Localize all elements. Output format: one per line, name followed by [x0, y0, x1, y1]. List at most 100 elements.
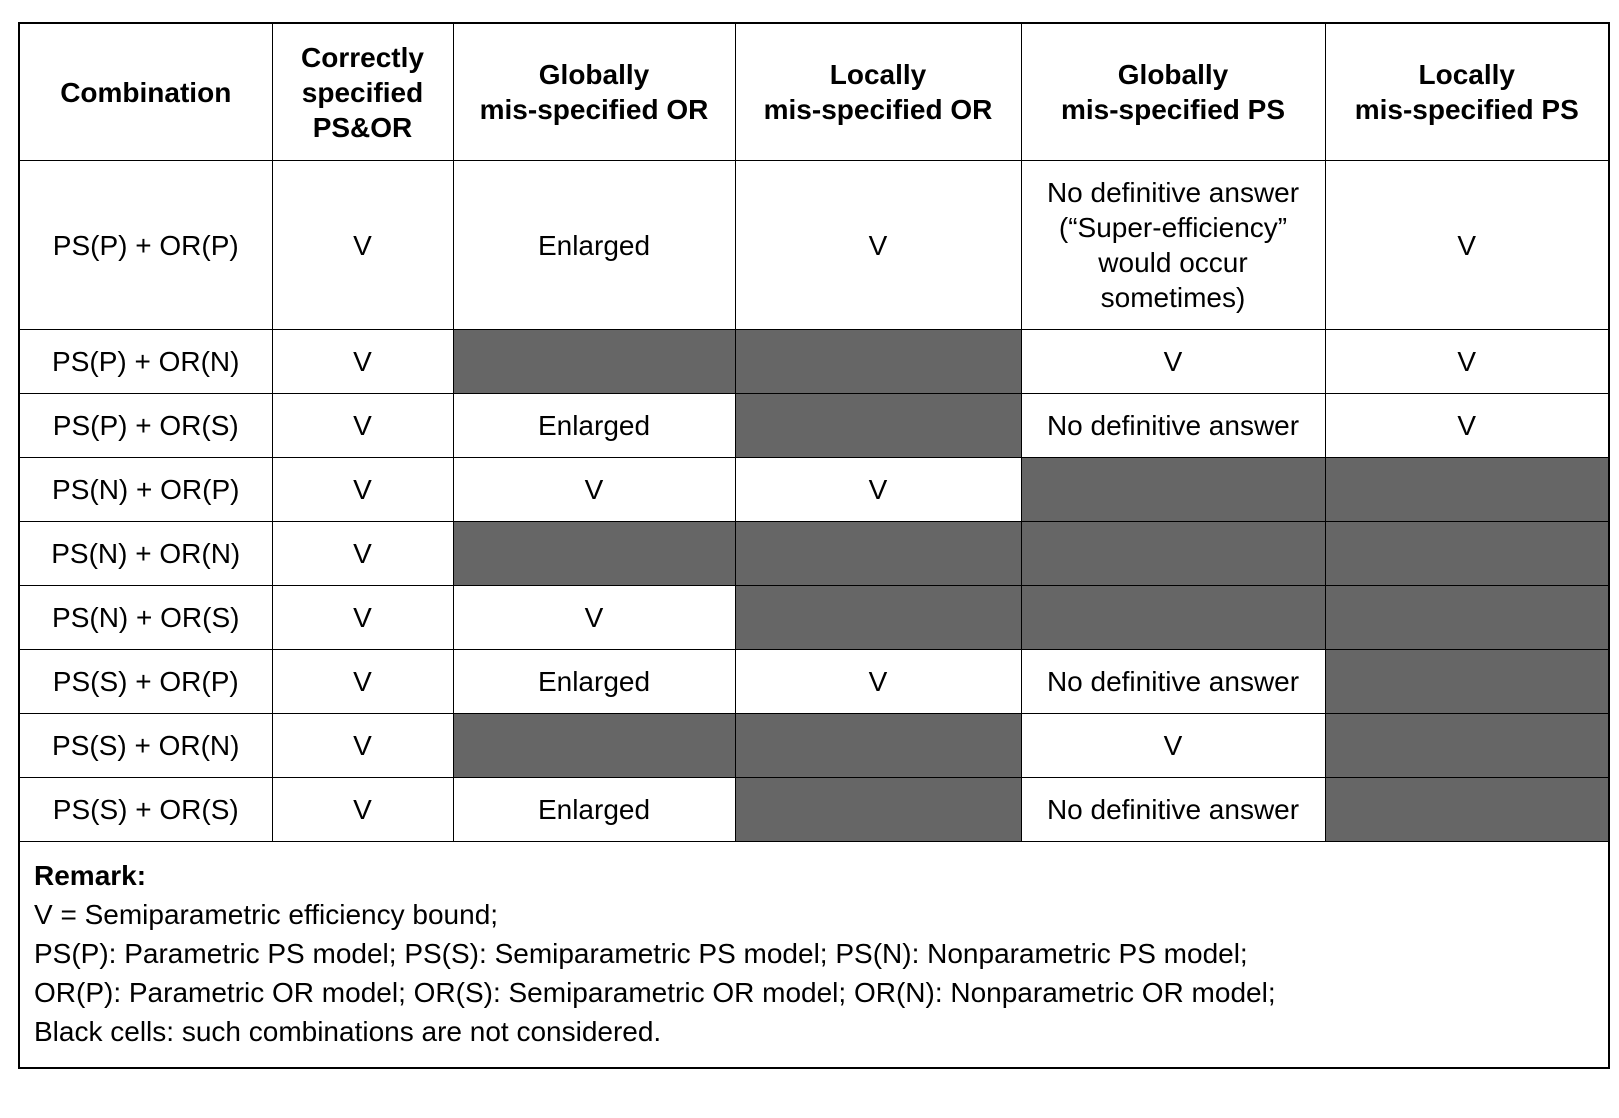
table-cell: Enlarged: [452, 160, 736, 330]
table-cell: Enlarged: [452, 393, 736, 458]
cell-line: V: [353, 602, 372, 633]
cell-line: No definitive answer: [1046, 410, 1300, 441]
cell-line: V: [353, 229, 372, 261]
table-cell: V: [1324, 393, 1608, 458]
cell-line: PS(N) + OR(P): [52, 474, 240, 505]
cell-line: V: [353, 794, 372, 825]
table-row: PS(N) + OR(N) V: [20, 521, 1608, 586]
combination-cell: PS(P) + OR(S): [20, 393, 273, 458]
table-cell: Enlarged: [452, 777, 736, 842]
table-cell: Enlarged: [452, 649, 736, 714]
header-line: Locally: [829, 59, 927, 90]
shaded-cell: [452, 521, 736, 586]
cell-line: PS(P) + OR(P): [52, 229, 239, 261]
combination-cell: PS(S) + OR(S): [20, 777, 273, 842]
combination-cell: PS(N) + OR(P): [20, 457, 273, 522]
cell-line: V: [353, 730, 372, 761]
header-line: Correctly: [301, 41, 424, 73]
table-row: PS(P) + OR(N) V V V: [20, 329, 1608, 394]
table-cell: V: [1020, 713, 1326, 778]
cell-line: Enlarged: [537, 410, 651, 441]
shaded-cell: [1020, 457, 1326, 522]
header-line: Locally: [1418, 59, 1515, 90]
shaded-cell: [1324, 521, 1608, 586]
table-cell: V: [271, 329, 454, 394]
cell-line: V: [868, 229, 888, 261]
cell-line: V: [1457, 346, 1477, 377]
header-locally-misspecified-ps: Locally mis-specified PS: [1324, 24, 1608, 161]
shaded-cell: [1324, 777, 1608, 842]
remark-line: OR(P): Parametric OR model; OR(S): Semip…: [34, 977, 1276, 1008]
cell-line: V: [353, 538, 372, 569]
header-line: specified: [301, 76, 424, 108]
cell-line: PS(P) + OR(S): [52, 410, 239, 441]
combination-cell: PS(S) + OR(P): [20, 649, 273, 714]
cell-line: Enlarged: [537, 794, 651, 825]
header-line: Globally: [538, 59, 650, 90]
cell-line: PS(P) + OR(N): [52, 346, 240, 377]
combination-cell: PS(N) + OR(S): [20, 585, 273, 650]
shaded-cell: [734, 585, 1022, 650]
cell-line: V: [353, 474, 372, 505]
cell-line: PS(S) + OR(P): [52, 666, 239, 697]
cell-line: V: [1457, 410, 1477, 441]
cell-line: V: [868, 666, 888, 697]
table-row: PS(S) + OR(P) V Enlarged V No definitive ans…: [20, 649, 1608, 714]
header-line: Combination: [60, 76, 232, 108]
combination-cell: PS(P) + OR(N): [20, 329, 273, 394]
cell-line: Enlarged: [537, 666, 651, 697]
cell-line: PS(N) + OR(S): [52, 602, 240, 633]
shaded-cell: [734, 713, 1022, 778]
table-row: PS(N) + OR(S) V V: [20, 585, 1608, 650]
cell-line: sometimes): [1100, 282, 1246, 313]
remark-title: Remark:: [34, 860, 147, 891]
cell-line: Enlarged: [537, 229, 651, 261]
table-cell: V: [271, 649, 454, 714]
combination-cell: PS(S) + OR(N): [20, 713, 273, 778]
header-line: Globally: [1117, 59, 1229, 90]
table-cell: V: [271, 585, 454, 650]
cell-line: V: [584, 602, 604, 633]
table-cell: V: [1324, 160, 1608, 330]
table-row: PS(P) + OR(P) V Enlarged V No definitive ans…: [20, 160, 1608, 330]
table-cell: V: [271, 160, 454, 330]
remark-line: Black cells: such combinations are not c…: [34, 1016, 662, 1047]
table-cell: No definitive answer: [1020, 777, 1326, 842]
table-cell: V: [734, 160, 1022, 330]
cell-line: V: [1163, 346, 1183, 377]
table-cell: No definitive answer: [1020, 393, 1326, 458]
cell-line: No definitive answer: [1046, 794, 1300, 825]
cell-line: (“Super-efficiency”: [1058, 212, 1288, 243]
table-cell: V: [452, 457, 736, 522]
cell-line: V: [584, 474, 604, 505]
cell-line: V: [1457, 229, 1477, 261]
header-line: PS&OR: [312, 111, 413, 143]
shaded-cell: [1324, 649, 1608, 714]
shaded-cell: [1324, 457, 1608, 522]
header-combination: Combination: [20, 24, 273, 161]
table-cell: V: [452, 585, 736, 650]
table-cell: V: [271, 777, 454, 842]
cell-line: PS(N) + OR(N): [51, 538, 241, 569]
cell-line: No definitive answer: [1046, 666, 1300, 697]
header-line: mis-specified PS: [1060, 94, 1286, 125]
shaded-cell: [1324, 713, 1608, 778]
table-cell: No definitive answer(“Super-efficiency”w…: [1020, 160, 1326, 330]
shaded-cell: [452, 329, 736, 394]
shaded-cell: [734, 521, 1022, 586]
header-line: mis-specified PS: [1354, 94, 1579, 125]
shaded-cell: [1324, 585, 1608, 650]
combination-cell: PS(N) + OR(N): [20, 521, 273, 586]
header-globally-misspecified-ps: Globally mis-specified PS: [1020, 24, 1326, 161]
table-row: PS(P) + OR(S) V Enlarged No definitive answ…: [20, 393, 1608, 458]
table-row: PS(S) + OR(S) V Enlarged No definitive answ…: [20, 777, 1608, 842]
cell-line: PS(S) + OR(S): [52, 794, 239, 825]
table-cell: V: [271, 457, 454, 522]
